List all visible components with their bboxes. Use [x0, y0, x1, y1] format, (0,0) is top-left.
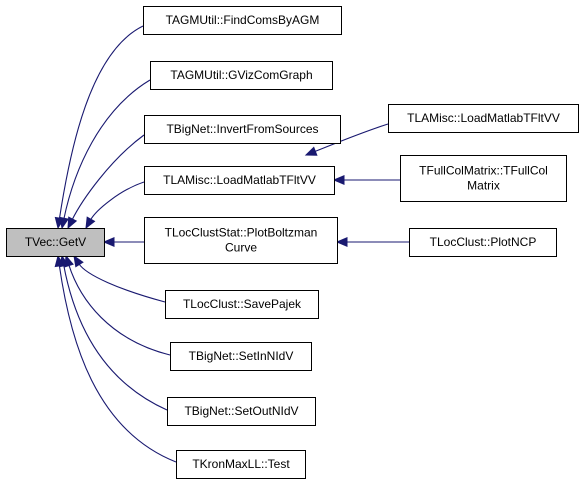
node-plotboltz-label-line-2: Curve [225, 241, 257, 255]
node-loadmat2[interactable]: TLAMisc::LoadMatlabTFltVV [388, 104, 579, 133]
edge-setin-to-getv-line [68, 264, 171, 356]
node-findcoms-box[interactable] [143, 6, 342, 35]
node-setin-label: TBigNet::SetInNIdV [189, 349, 294, 363]
node-plotboltz-label-line-1: TLocClustStat::PlotBoltzman [165, 226, 318, 240]
edges-layer [54, 25, 410, 463]
node-setout[interactable]: TBigNet::SetOutNIdV [167, 397, 316, 426]
edge-loadmat2-to-loadmat-line [314, 123, 389, 153]
edge-invert-to-getv [67, 134, 145, 230]
node-kron-box[interactable] [176, 450, 306, 479]
node-fullcol[interactable]: TFullColMatrix::TFullColMatrix [400, 155, 567, 202]
node-loadmat-label: TLAMisc::LoadMatlabTFltVV [163, 173, 316, 187]
edge-invert-to-getv-line [71, 134, 145, 221]
edge-fullcol-to-loadmat [332, 175, 400, 185]
node-setout-box[interactable] [167, 397, 316, 426]
edge-findcoms-to-getv [54, 25, 144, 230]
node-setout-label: TBigNet::SetOutNIdV [184, 404, 298, 418]
node-findcoms-label: TAGMUtil::FindComsByAGM [166, 13, 320, 27]
edge-loadmat-to-getv [85, 181, 145, 230]
edge-savepajek-to-getv-line [78, 263, 166, 303]
node-loadmat2-box[interactable] [388, 104, 579, 133]
edge-plotboltz-to-getv-arrowhead [102, 237, 115, 247]
node-kron[interactable]: TKronMaxLL::Test [176, 450, 306, 479]
edge-setout-to-getv-line [63, 264, 168, 411]
node-loadmat[interactable]: TLAMisc::LoadMatlabTFltVV [144, 166, 335, 195]
edge-gviz-to-getv-line [63, 79, 151, 220]
node-invert-label: TBigNet::InvertFromSources [166, 122, 318, 136]
edge-loadmat2-to-loadmat [304, 123, 389, 156]
node-kron-label: TKronMaxLL::Test [192, 457, 290, 471]
edge-setout-to-getv [59, 254, 168, 411]
node-savepajek-box[interactable] [165, 290, 319, 319]
node-plotncp-box[interactable] [409, 228, 557, 257]
node-plotncp[interactable]: TLocClust::PlotNCP [409, 228, 557, 257]
node-gviz-label: TAGMUtil::GVizComGraph [170, 68, 312, 82]
edge-kron-to-getv [54, 254, 177, 463]
edge-plotncp-to-plotboltz [335, 237, 410, 247]
node-setin[interactable]: TBigNet::SetInNIdV [170, 342, 312, 371]
edge-invert-to-getv-arrowhead [67, 216, 78, 230]
nodes-layer: TVec::GetV TAGMUtil::FindComsByAGMTAGMUti… [6, 6, 579, 479]
node-loadmat-box[interactable] [144, 166, 335, 195]
edge-fullcol-to-loadmat-arrowhead [332, 175, 345, 185]
node-getv-label: TVec::GetV [25, 235, 86, 249]
edge-kron-to-getv-line [58, 264, 177, 463]
node-getv-box[interactable] [6, 228, 105, 257]
edge-savepajek-to-getv-arrowhead [73, 254, 84, 268]
node-invert[interactable]: TBigNet::InvertFromSources [144, 115, 341, 144]
edge-gviz-to-getv-arrowhead [59, 216, 69, 230]
edge-savepajek-to-getv [73, 254, 166, 303]
node-invert-box[interactable] [144, 115, 341, 144]
node-fullcol-label-line-2: Matrix [467, 179, 500, 193]
node-gviz[interactable]: TAGMUtil::GVizComGraph [150, 61, 333, 90]
node-plotboltz-box[interactable] [144, 217, 338, 264]
edge-plotboltz-to-getv [102, 237, 145, 247]
node-setin-box[interactable] [170, 342, 312, 371]
edge-loadmat-to-getv-arrowhead [85, 216, 96, 230]
node-fullcol-box[interactable] [400, 155, 567, 202]
node-plotncp-label: TLocClust::PlotNCP [430, 235, 537, 249]
edge-loadmat-to-getv-line [89, 181, 145, 221]
edge-plotncp-to-plotboltz-arrowhead [335, 237, 348, 247]
edge-setin-to-getv [64, 254, 171, 356]
node-findcoms[interactable]: TAGMUtil::FindComsByAGM [143, 6, 342, 35]
node-getv[interactable]: TVec::GetV [6, 228, 105, 257]
node-savepajek[interactable]: TLocClust::SavePajek [165, 290, 319, 319]
node-gviz-box[interactable] [150, 61, 333, 90]
edge-findcoms-to-getv-line [58, 25, 144, 220]
node-loadmat2-label: TLAMisc::LoadMatlabTFltVV [407, 111, 560, 125]
node-savepajek-label: TLocClust::SavePajek [183, 297, 302, 311]
edge-loadmat2-to-loadmat-arrowhead [304, 146, 318, 156]
node-fullcol-label-line-1: TFullColMatrix::TFullCol [419, 164, 548, 178]
edge-kron-to-getv-arrowhead [54, 254, 65, 268]
edge-gviz-to-getv [59, 79, 151, 230]
